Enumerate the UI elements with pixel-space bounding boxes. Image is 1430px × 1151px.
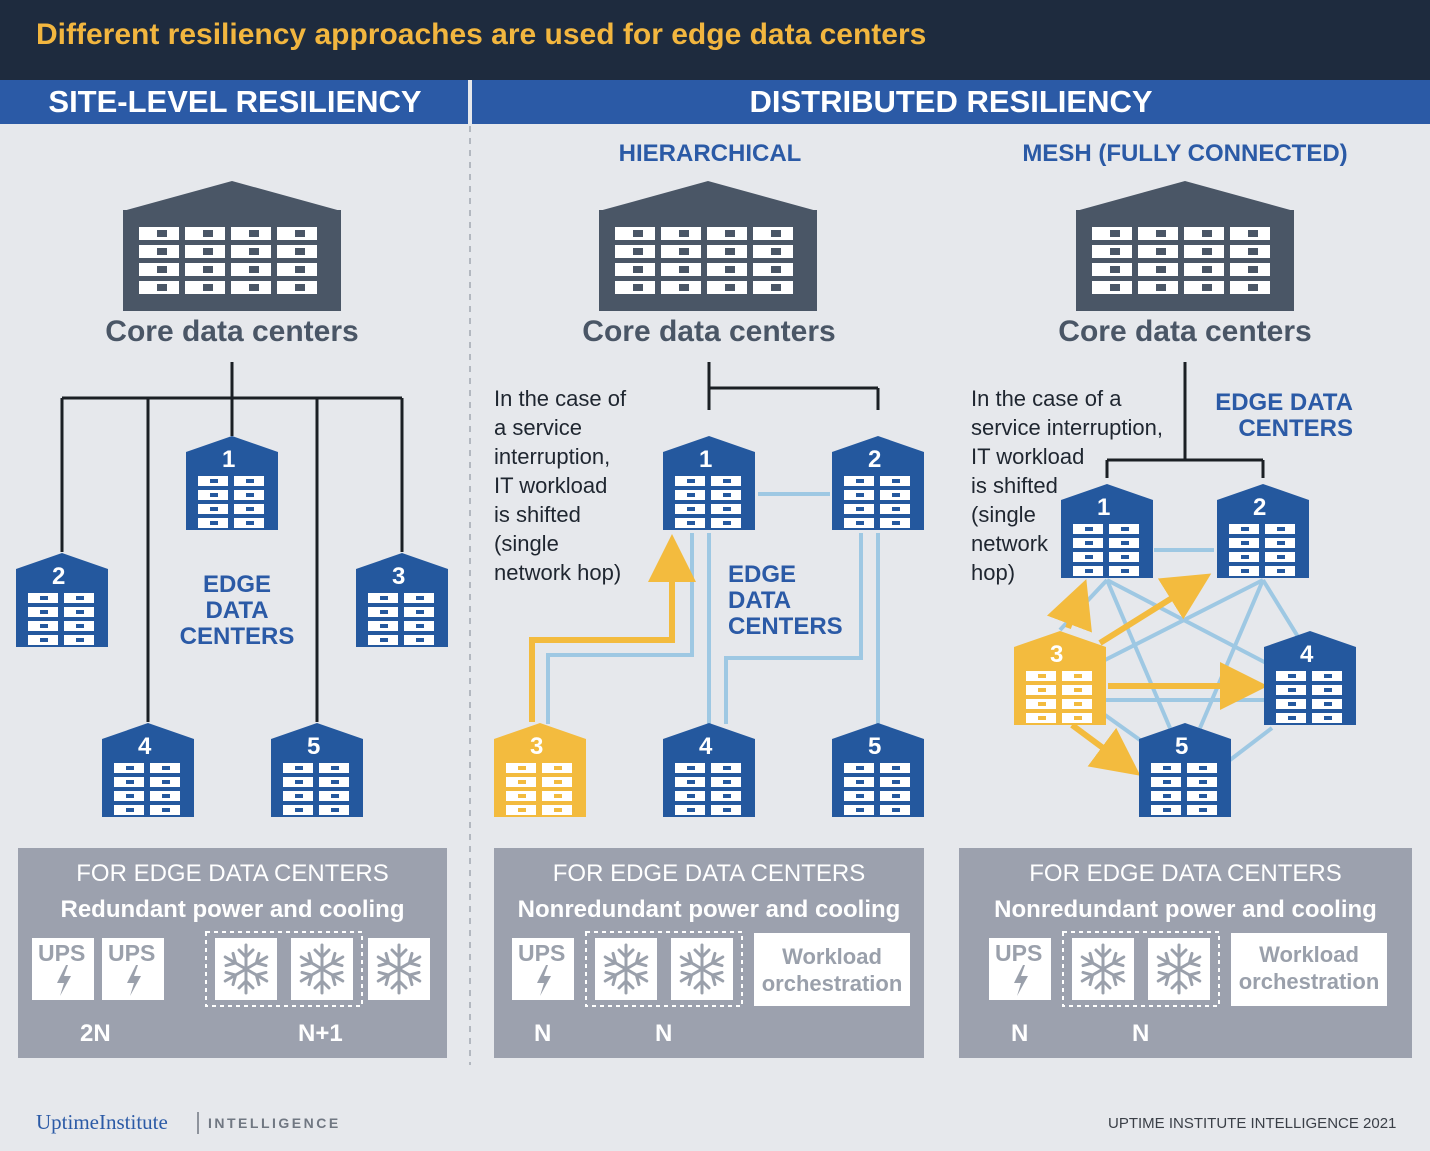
mesh-ups-label: UPS <box>995 940 1043 966</box>
hier-ups-label: UPS <box>518 940 566 966</box>
mesh-box-subheading: Nonredundant power and cooling <box>994 896 1377 923</box>
site-ups-level: 2N <box>80 1020 111 1047</box>
mesh-core-connectors <box>1105 362 1265 478</box>
core-data-center-site-icon <box>123 181 341 311</box>
mesh-node-4-label: 4 <box>1300 641 1314 668</box>
hierarchical-links <box>546 492 880 724</box>
mesh-ups-level: N <box>1011 1020 1029 1047</box>
section-band <box>0 80 1430 124</box>
site-connectors <box>60 362 404 722</box>
mesh-workload-label: Workload orchestration <box>1238 942 1380 994</box>
site-ups-1-label: UPS <box>38 940 86 966</box>
site-cooling-level: N+1 <box>298 1020 343 1047</box>
page-title: Different resiliency approaches are used… <box>36 18 927 51</box>
hier-workload-tile <box>754 933 910 1006</box>
hier-node-4-label: 4 <box>699 733 713 760</box>
hier-node-2-label: 2 <box>868 446 882 473</box>
mesh-links <box>1058 548 1302 762</box>
site-node-4-label: 4 <box>138 733 152 760</box>
core-data-center-hierarchical-icon <box>599 181 817 311</box>
core-data-center-mesh-icon <box>1076 181 1294 311</box>
hierarchical-failover-arrow <box>529 534 696 722</box>
hierarchical-note: In the case of a service interruption, I… <box>494 386 627 585</box>
footer-logo-brand: UptimeInstitute <box>36 1110 168 1134</box>
mesh-node-3-label: 3 <box>1050 641 1064 668</box>
edge-label-site: EDGE DATA CENTERS <box>179 571 295 650</box>
core-label-mesh: Core data centers <box>1058 315 1312 348</box>
mesh-box-heading: FOR EDGE DATA CENTERS <box>1029 860 1342 887</box>
site-box-heading: FOR EDGE DATA CENTERS <box>76 860 389 887</box>
site-node-3-label: 3 <box>392 563 406 590</box>
distributed-header: DISTRIBUTED RESILIENCY <box>749 84 1153 119</box>
mesh-node-2-label: 2 <box>1253 494 1267 521</box>
site-box-subheading: Redundant power and cooling <box>60 896 405 923</box>
mesh-failover-arrows <box>1046 573 1268 776</box>
site-node-2-label: 2 <box>52 563 66 590</box>
footer-copyright: UPTIME INSTITUTE INTELLIGENCE 2021 <box>1108 1115 1397 1132</box>
mesh-cooling-level: N <box>1132 1020 1150 1047</box>
title-band <box>0 0 1430 80</box>
mesh-node-1-label: 1 <box>1097 494 1111 521</box>
mesh-node-5-label: 5 <box>1175 733 1189 760</box>
mesh-note: In the case of a service interruption, I… <box>971 386 1163 585</box>
hierarchical-core-connectors <box>707 362 880 410</box>
hierarchical-subheader: HIERARCHICAL <box>618 140 802 167</box>
section-divider <box>468 80 472 124</box>
site-level-header: SITE-LEVEL RESILIENCY <box>48 84 422 119</box>
hier-workload-label: Workload orchestration <box>761 944 903 996</box>
hier-box-heading: FOR EDGE DATA CENTERS <box>552 860 866 887</box>
hier-cooling-level: N <box>655 1020 673 1047</box>
footer-logo-unit: INTELLIGENCE <box>208 1115 341 1131</box>
lightning-icon <box>1014 965 1028 996</box>
mesh-subheader: MESH (FULLY CONNECTED) <box>1022 140 1348 167</box>
hier-cooling-group <box>585 931 743 1007</box>
mesh-workload-tile <box>1231 933 1387 1006</box>
site-node-5-label: 5 <box>307 733 321 760</box>
site-ups-2-label: UPS <box>108 940 156 966</box>
hier-node-5-label: 5 <box>868 733 882 760</box>
hier-node-3-label: 3 <box>530 733 544 760</box>
hier-ups-level: N <box>534 1020 552 1047</box>
lightning-icon <box>57 965 71 996</box>
edge-label-hierarchical: EDGE DATA CENTERS <box>728 561 843 640</box>
lightning-icon <box>537 965 551 996</box>
site-cooling-group <box>205 931 363 1007</box>
mesh-cooling-group <box>1062 931 1220 1007</box>
core-label-hierarchical: Core data centers <box>582 315 836 348</box>
edge-label-mesh: EDGE DATA CENTERS <box>1215 389 1353 442</box>
lightning-icon <box>127 965 141 996</box>
core-label-site: Core data centers <box>105 315 359 348</box>
site-node-1-label: 1 <box>222 446 236 473</box>
hier-box-subheading: Nonredundant power and cooling <box>517 896 901 923</box>
hier-node-1-label: 1 <box>699 446 713 473</box>
